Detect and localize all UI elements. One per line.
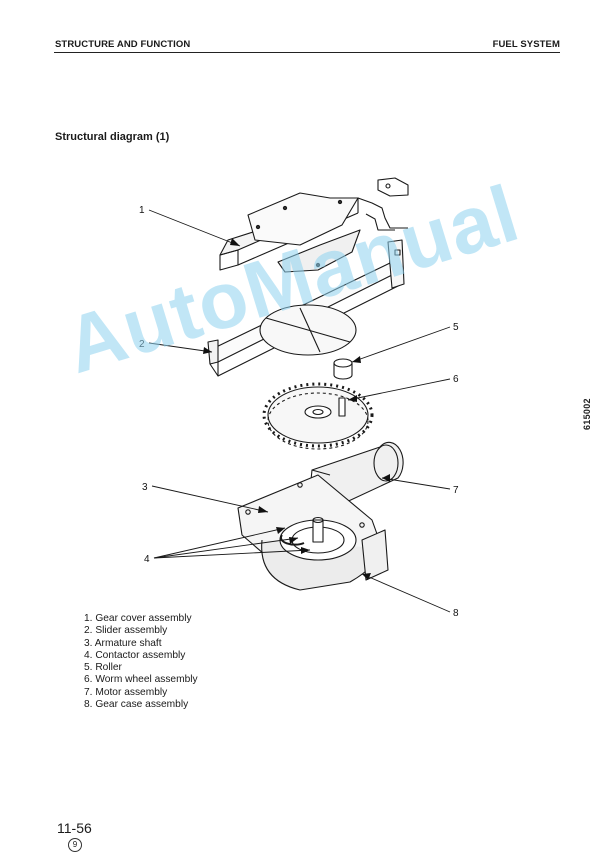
list-item: 2. Slider assembly: [84, 625, 168, 637]
list-item: 7. Motor assembly: [84, 686, 168, 698]
callout-5: 5: [453, 322, 459, 333]
leader-lines: [148, 209, 451, 613]
page-number: 11-56: [57, 820, 92, 836]
callout-8: 8: [453, 608, 459, 619]
list-item: 5. Roller: [84, 662, 122, 674]
callout-6: 6: [453, 374, 459, 385]
gear-case-drawing: [237, 474, 389, 591]
callout-1: 1: [139, 205, 145, 216]
header-rule: [54, 52, 560, 53]
callout-labels: 1 2 3 4 5 6 7 8: [139, 205, 459, 619]
list-item: 6. Worm wheel assembly: [84, 674, 198, 686]
list-item: 3. Armature shaft: [84, 637, 162, 649]
list-item: 1. Gear cover assembly: [84, 613, 192, 624]
list-item: 8. Gear case assembly: [84, 699, 189, 711]
callout-2: 2: [139, 339, 145, 350]
callout-7: 7: [453, 485, 459, 496]
slider-drawing: [207, 239, 405, 377]
parts-list: 1. Gear cover assembly 2. Slider assembl…: [84, 613, 198, 711]
header-chapter: FUEL SYSTEM: [492, 39, 560, 50]
leader-arrowheads: [203, 238, 390, 580]
callout-4: 4: [144, 554, 150, 565]
callout-3: 3: [142, 482, 148, 493]
section-title: Structural diagram (1): [55, 131, 170, 143]
roller-drawing: [333, 358, 353, 380]
gear-cover-drawing: [219, 177, 409, 273]
worm-wheel-drawing: [262, 382, 374, 450]
revision-mark: 9: [68, 838, 82, 852]
list-item: 4. Contactor assembly: [84, 649, 186, 661]
header-section: STRUCTURE AND FUNCTION: [55, 39, 191, 50]
figure-code: 615002: [582, 398, 592, 430]
